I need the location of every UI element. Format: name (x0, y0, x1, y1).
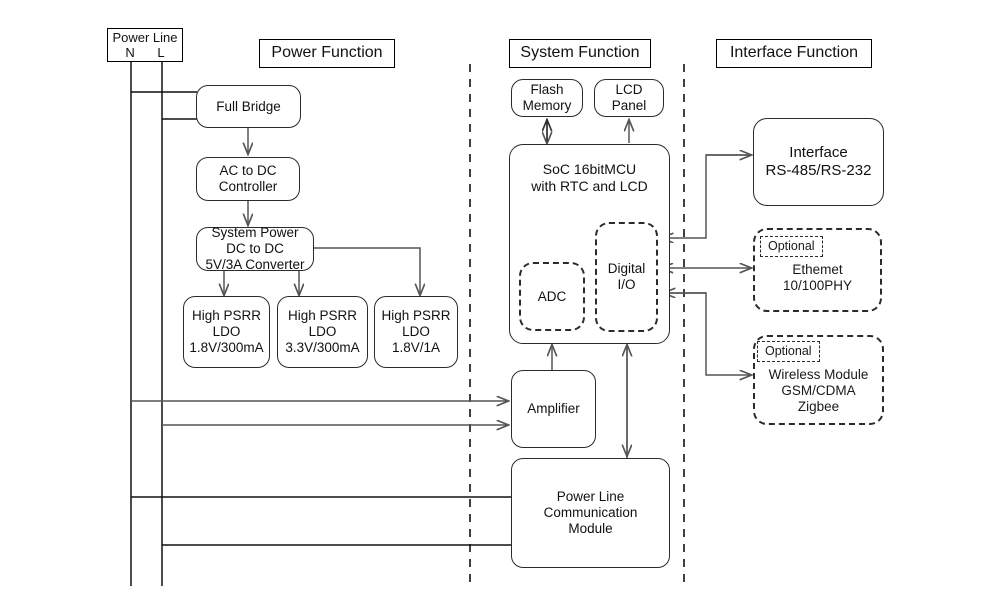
power-line-source: Power Line N L (107, 28, 183, 62)
section-header-system-function: System Function (509, 39, 651, 68)
section-header-system-function-label: System Function (520, 44, 640, 62)
block-wireless-module-label: Wireless Module GSM/CDMA Zigbee (768, 367, 869, 415)
block-ethernet-phy[interactable] (753, 228, 882, 312)
block-soc-mcu-label: SoC 16bitMCU with RTC and LCD (531, 161, 648, 194)
block-lcd-panel[interactable]: LCD Panel (594, 79, 664, 117)
block-high-psrr-ldo-1v8-1a[interactable]: High PSRR LDO 1.8V/1A (374, 296, 458, 368)
block-interface-rs485-rs232[interactable]: Interface RS-485/RS-232 (753, 118, 884, 206)
block-soc-mcu[interactable]: SoC 16bitMCU with RTC and LCD (509, 144, 670, 344)
block-flash-memory[interactable]: Flash Memory (511, 79, 583, 117)
wireless-optional-badge: Optional (757, 341, 820, 363)
wire-wireless-to-digital-io (662, 293, 751, 375)
power-line-terminal-n: N (125, 45, 135, 60)
block-amplifier[interactable]: Amplifier (511, 370, 596, 448)
block-high-psrr-ldo-1v8-300ma[interactable]: High PSRR LDO 1.8V/300mA (183, 296, 270, 368)
section-header-interface-function: Interface Function (716, 39, 872, 68)
section-header-power-function-label: Power Function (271, 44, 383, 62)
block-ac-to-dc-controller[interactable]: AC to DC Controller (196, 157, 300, 201)
ethernet-optional-badge: Optional (760, 236, 823, 258)
block-high-psrr-ldo-3v3-300ma[interactable]: High PSRR LDO 3.3V/300mA (277, 296, 368, 368)
block-digital-io[interactable]: Digital I/O (595, 222, 658, 332)
block-power-line-communication-module[interactable]: Power Line Communication Module (511, 458, 670, 568)
power-line-title: Power Line (112, 29, 178, 45)
section-header-interface-function-label: Interface Function (729, 44, 859, 62)
power-line-terminal-l: L (157, 45, 165, 60)
power-line-terminals: N L (108, 45, 182, 60)
block-ethernet-phy-label: Ethemet 10/100PHY (782, 262, 853, 294)
block-full-bridge[interactable]: Full Bridge (196, 85, 301, 128)
block-adc[interactable]: ADC (519, 262, 585, 331)
block-wireless-module[interactable] (753, 335, 884, 425)
block-system-power-dc-dc[interactable]: System Power DC to DC 5V/3A Converter (196, 225, 314, 272)
wire-interface-rs-to-digital-io (662, 155, 751, 238)
section-header-power-function: Power Function (259, 39, 395, 68)
wire-system-power-to-ldo3 (314, 247, 420, 295)
